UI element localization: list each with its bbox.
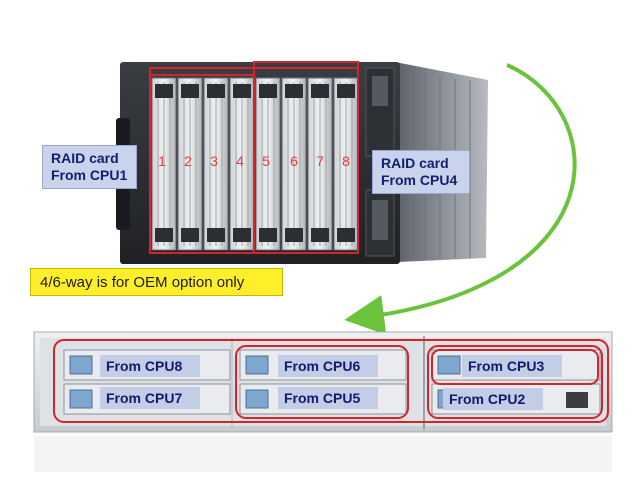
- blade-latch: [207, 228, 225, 242]
- module-label-cpu3: From CPU3: [462, 355, 562, 377]
- slot-number-1: 1: [158, 153, 166, 169]
- chassis-highlight-boxes: [149, 61, 359, 254]
- raid-card-cpu1-line2: From CPU1: [51, 167, 128, 183]
- slot-number-7: 7: [316, 153, 324, 169]
- blade-latch: [181, 228, 199, 242]
- oem-option-note: 4/6-way is for OEM option only: [30, 268, 283, 296]
- blade-latch: [233, 228, 251, 242]
- module-label-cpu8: From CPU8: [100, 355, 200, 377]
- blade-latch: [337, 84, 355, 98]
- slot-number-3: 3: [210, 153, 218, 169]
- blade-latch: [155, 228, 173, 242]
- blade-latch: [337, 228, 355, 242]
- green-arrow: [344, 63, 577, 335]
- raid-card-cpu4-line2: From CPU4: [381, 172, 458, 188]
- raid-card-cpu4-line1: RAID card: [381, 155, 449, 171]
- blade-latch: [259, 84, 277, 98]
- highlight-cpu3-cpu2: [427, 345, 603, 419]
- highlight-slots-1-8: [149, 67, 359, 254]
- slot-number-6: 6: [290, 153, 298, 169]
- raid-card-cpu4-label: RAID card From CPU4: [372, 150, 470, 194]
- blade-latch: [259, 228, 277, 242]
- blade-latch: [285, 228, 303, 242]
- blade-latch: [207, 84, 225, 98]
- right-psu-bays: [365, 67, 395, 257]
- blade-latch: [181, 84, 199, 98]
- module-label-cpu2: From CPU2: [443, 388, 543, 410]
- module-label-cpu5: From CPU5: [278, 387, 378, 409]
- blade-latch: [233, 84, 251, 98]
- module-connector-icon: [437, 355, 461, 375]
- module-connector-icon: [245, 355, 269, 375]
- blade-latch: [311, 228, 329, 242]
- highlight-cpu6-cpu5: [235, 345, 409, 419]
- raid-card-cpu1-label: RAID card From CPU1: [42, 145, 137, 189]
- slot-number-5: 5: [262, 153, 270, 169]
- module-connector-icon: [69, 389, 93, 409]
- module-label-cpu7: From CPU7: [100, 387, 200, 409]
- raid-card-cpu1-line1: RAID card: [51, 150, 119, 166]
- module-label-cpu6: From CPU6: [278, 355, 378, 377]
- module-connector-icon: [245, 389, 269, 409]
- module-connector-icon: [69, 355, 93, 375]
- highlight-cpu3: [431, 349, 599, 385]
- ethernet-port-icon: [566, 392, 588, 408]
- rack-highlight-boxes: [53, 339, 609, 423]
- blade-latch: [311, 84, 329, 98]
- slot-number-2: 2: [184, 153, 192, 169]
- slot-number-4: 4: [236, 153, 244, 169]
- blade-latch: [285, 84, 303, 98]
- blade-slots: [151, 77, 359, 251]
- highlight-all-modules: [53, 339, 609, 423]
- slot-number-8: 8: [342, 153, 350, 169]
- blade-latch: [155, 84, 173, 98]
